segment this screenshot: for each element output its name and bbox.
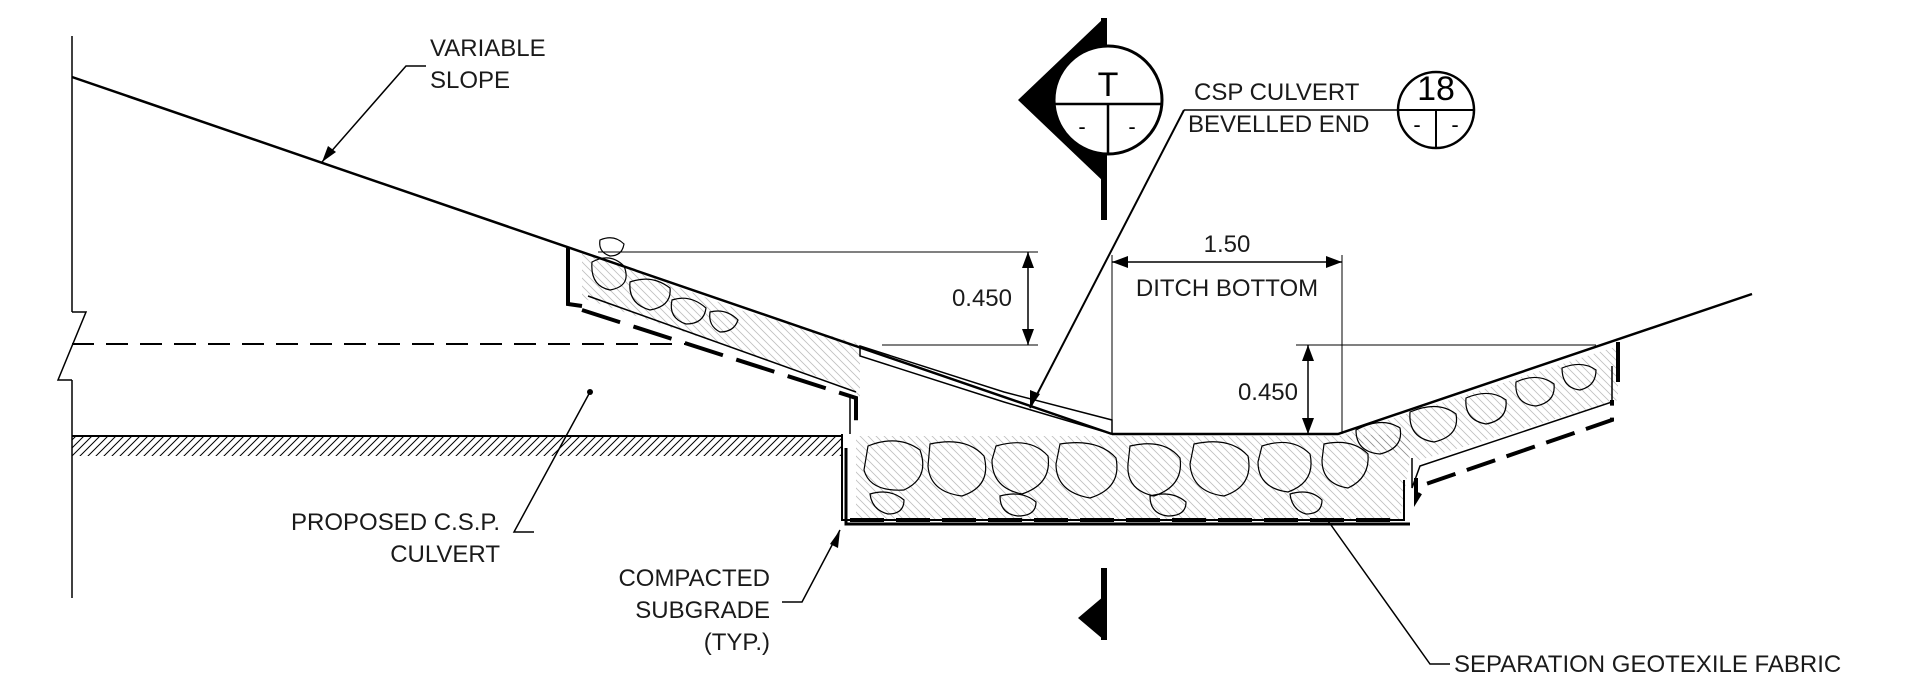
ditch-riprap-channel: [841, 434, 1410, 526]
section-cut-mark-top: [1018, 18, 1164, 220]
detail-ref-bottom-left: -: [1413, 112, 1420, 137]
left-riprap-apron: [566, 237, 860, 434]
leader-lines: [321, 65, 1450, 665]
left-boundary-line: [56, 36, 88, 598]
compacted-subgrade-label-line2: SUBGRADE: [635, 597, 770, 624]
section-marker-bottom-right: -: [1128, 114, 1135, 139]
bevelled-end-label: BEVELLED END: [1188, 111, 1369, 138]
left-height-dimension: 0.450: [952, 285, 1012, 312]
variable-slope-label-line1: VARIABLE: [430, 35, 546, 62]
detail-ref-number: 18: [1417, 70, 1455, 108]
variable-slope-line: [71, 75, 1113, 436]
ditch-width-dimension: 1.50: [1204, 231, 1251, 258]
proposed-culvert-label-line1: PROPOSED C.S.P.: [291, 509, 500, 536]
variable-slope-label-line2: SLOPE: [430, 67, 510, 94]
detail-reference-bubble: [1029, 70, 1476, 409]
detail-ref-bottom-right: -: [1451, 112, 1458, 137]
section-marker-letter: T: [1098, 66, 1119, 104]
ditch-bottom-label: DITCH BOTTOM: [1136, 275, 1318, 302]
proposed-culvert-label-line2: CULVERT: [390, 541, 500, 568]
ditch-surface-line: [1112, 292, 1753, 436]
compacted-subgrade-label-line1: COMPACTED: [618, 565, 770, 592]
dimension-lines: [598, 251, 1596, 434]
section-marker-bottom-left: -: [1078, 114, 1085, 139]
right-riprap-slope: [1338, 342, 1620, 507]
geotextile-label: SEPARATION GEOTEXILE FABRIC: [1454, 651, 1841, 675]
section-cut-mark-bottom: [1078, 568, 1107, 640]
compacted-subgrade-label-line3: (TYP.): [704, 629, 770, 656]
csp-culvert-label: CSP CULVERT: [1194, 79, 1360, 106]
existing-ground-left: [72, 435, 842, 456]
right-height-dimension: 0.450: [1238, 379, 1298, 406]
